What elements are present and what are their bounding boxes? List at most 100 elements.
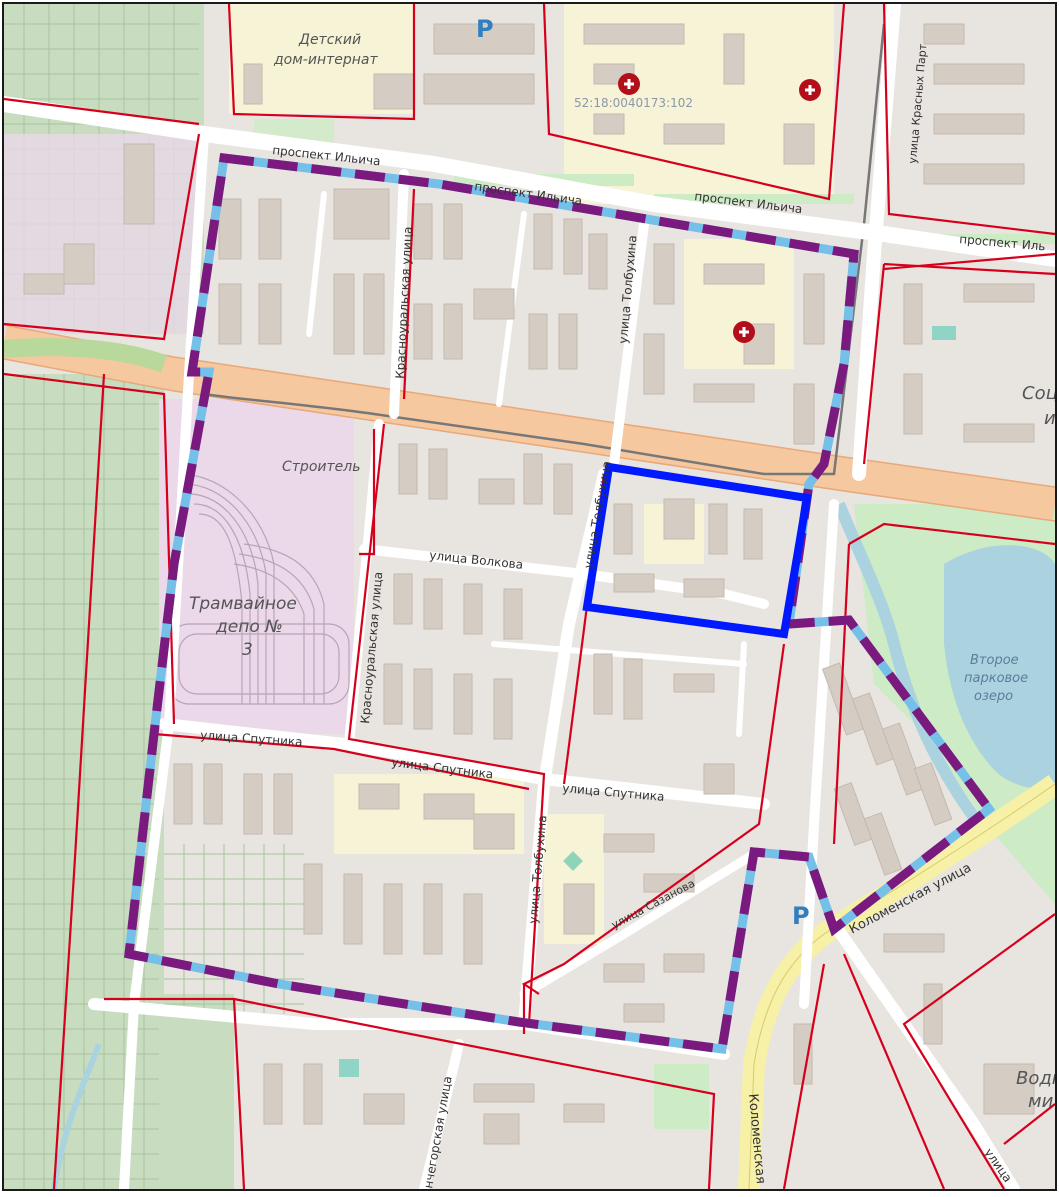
parcel-line bbox=[233, 997, 716, 1189]
parcel-line bbox=[883, 262, 1055, 276]
green-top-ilyicha-3 bbox=[654, 194, 854, 204]
road-inner-3 bbox=[491, 641, 747, 667]
building bbox=[743, 508, 763, 560]
label-children-home: дом-интернат bbox=[273, 52, 378, 68]
building bbox=[63, 243, 95, 285]
label-tram-depot: Трамвайное bbox=[189, 594, 297, 614]
tram-line bbox=[203, 23, 886, 476]
label-street: улица Красных Парт bbox=[906, 43, 929, 165]
parcel-line bbox=[902, 913, 1055, 1189]
road-chegorskaya bbox=[419, 1039, 464, 1189]
cemetery-area-bottom bbox=[94, 994, 234, 1189]
building bbox=[483, 1113, 520, 1145]
map-canvas[interactable]: Детский дом-интернат P 52:18:0040173:102… bbox=[4, 4, 1055, 1189]
hospital-icon bbox=[618, 73, 640, 95]
building bbox=[553, 463, 573, 515]
building bbox=[523, 453, 543, 505]
building bbox=[393, 573, 413, 625]
building bbox=[303, 1063, 323, 1125]
building bbox=[683, 578, 725, 598]
building bbox=[218, 198, 242, 260]
building bbox=[363, 1093, 405, 1125]
label-tram-depot: депо № bbox=[215, 617, 283, 637]
building bbox=[218, 283, 242, 345]
building bbox=[203, 763, 223, 825]
building bbox=[663, 953, 705, 973]
building bbox=[363, 273, 385, 355]
hospital-grounds-mid bbox=[684, 239, 794, 369]
highway-ramp bbox=[4, 338, 168, 373]
parking-icon: P bbox=[792, 902, 810, 930]
building bbox=[933, 113, 1025, 135]
building bbox=[383, 883, 403, 955]
dashed-boundary bbox=[124, 153, 996, 1055]
label-street: улица Волкова bbox=[429, 548, 524, 572]
building bbox=[173, 763, 193, 825]
building bbox=[693, 383, 755, 403]
road-krasnouralskaya-north bbox=[389, 169, 409, 419]
label-lake: озеро bbox=[974, 689, 1013, 704]
building bbox=[333, 273, 355, 355]
building bbox=[428, 448, 448, 500]
building bbox=[653, 243, 675, 305]
building bbox=[533, 213, 553, 270]
road-ilyicha bbox=[4, 96, 1055, 267]
building bbox=[793, 1023, 813, 1085]
building bbox=[398, 443, 418, 495]
parcel-line bbox=[52, 373, 106, 1189]
building bbox=[443, 303, 463, 360]
building bbox=[903, 283, 923, 345]
building bbox=[383, 663, 403, 725]
highlighted-parcel[interactable] bbox=[582, 462, 812, 639]
building bbox=[413, 668, 433, 730]
road-tolbukhina-south bbox=[518, 468, 610, 1030]
building bbox=[851, 692, 895, 766]
building bbox=[603, 963, 645, 983]
building bbox=[803, 273, 825, 345]
tram-depot-tracks bbox=[168, 473, 350, 705]
label-district: Водн bbox=[1016, 1068, 1055, 1089]
label-district: и bbox=[1044, 408, 1055, 429]
building bbox=[723, 33, 745, 85]
parcel-line bbox=[542, 4, 846, 201]
label-street: улица Спутника bbox=[562, 781, 665, 804]
building bbox=[663, 123, 725, 145]
parcel-line bbox=[359, 429, 376, 556]
road-west-vertical bbox=[119, 129, 209, 1189]
road-sazanova bbox=[519, 849, 759, 999]
building bbox=[703, 263, 765, 285]
building bbox=[258, 198, 282, 260]
label-lake: Второе bbox=[970, 653, 1019, 668]
hospital-icon bbox=[733, 321, 755, 343]
building bbox=[783, 123, 815, 165]
building bbox=[473, 813, 515, 850]
building bbox=[473, 1083, 535, 1103]
parcel-line bbox=[4, 97, 200, 126]
building bbox=[923, 983, 943, 1045]
highway-main-edge-2 bbox=[4, 358, 1055, 522]
building bbox=[613, 573, 655, 593]
green-small-tolbukhina bbox=[563, 851, 583, 871]
pond-small-2 bbox=[339, 1059, 359, 1077]
parcel-line bbox=[848, 522, 1055, 546]
roads-layer bbox=[4, 4, 1055, 1189]
building bbox=[503, 588, 523, 640]
stream-left bbox=[51, 1042, 102, 1189]
road-inner-1 bbox=[306, 191, 327, 337]
building bbox=[583, 23, 685, 45]
label-stadium: Строитель bbox=[282, 459, 360, 475]
building bbox=[563, 1103, 605, 1123]
building bbox=[643, 333, 665, 395]
parcel-line bbox=[842, 953, 946, 1189]
road-krasnykh-partizan bbox=[852, 4, 901, 481]
building bbox=[528, 313, 548, 370]
parcel-line bbox=[227, 4, 416, 121]
hospital-icon bbox=[799, 79, 821, 101]
building bbox=[593, 113, 625, 135]
parcel-line bbox=[402, 188, 416, 400]
building bbox=[593, 653, 613, 715]
building bbox=[243, 63, 263, 105]
building bbox=[493, 678, 513, 740]
label-tram-depot: 3 bbox=[242, 640, 253, 660]
